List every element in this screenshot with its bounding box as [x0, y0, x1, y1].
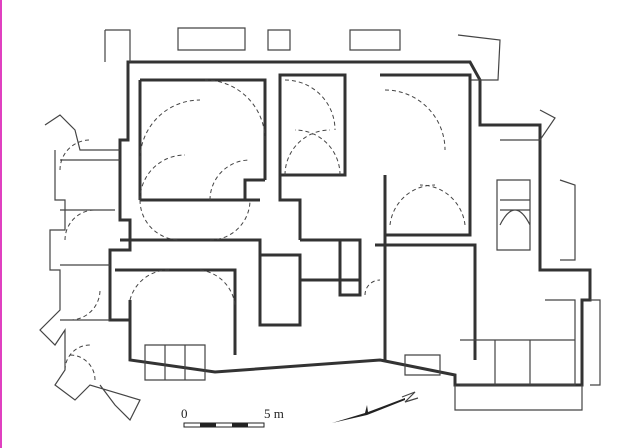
page-edge	[0, 0, 2, 448]
scale-end-label: 5 m	[264, 406, 284, 421]
scale-bar: 0 5 m	[181, 406, 284, 428]
door-swings	[59, 79, 466, 381]
scale-start-label: 0	[181, 406, 188, 421]
outer-walls	[39, 27, 601, 422]
interior-walls	[60, 73, 576, 386]
north-arrow-icon	[332, 391, 419, 423]
